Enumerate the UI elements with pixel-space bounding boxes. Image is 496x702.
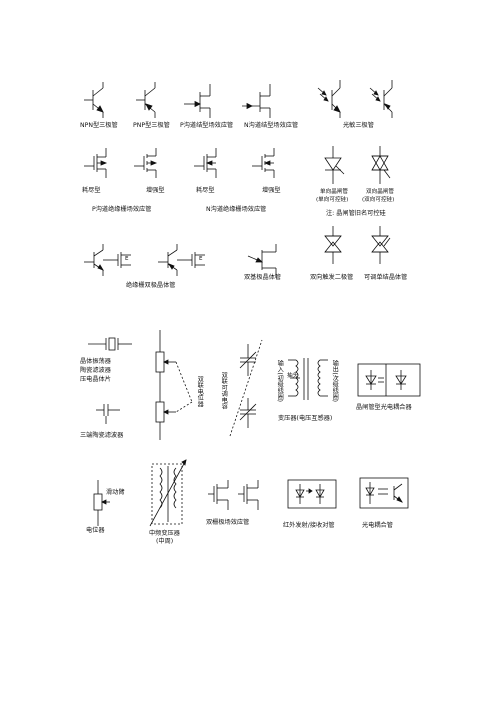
- transformer-symbol: [288, 358, 328, 400]
- label-npn: NPN型三极管: [80, 122, 118, 129]
- label-depletion-1: 耗尽型: [82, 187, 101, 194]
- label-crystal-3: 压电晶体片: [80, 376, 111, 383]
- label-if-transformer-2: (中周): [156, 538, 174, 545]
- phototransistor-symbols: [317, 80, 393, 118]
- label-if-transformer-1: 中频变压器: [149, 530, 180, 537]
- label-diac: 双向触发二极管: [310, 274, 354, 281]
- label-pnp: PNP型三极管: [133, 122, 170, 129]
- npn-transistor-symbol: [84, 82, 104, 118]
- label-optocoupler: 光电耦合管: [362, 522, 393, 529]
- label-scr-uni-1: 单向晶闸管: [320, 189, 348, 195]
- label-scr-bi-2: (双向可控硅): [362, 197, 395, 203]
- label-ceramic3: 三端陶瓷滤波器: [80, 432, 124, 439]
- n-channel-jfet-symbol: [242, 84, 271, 118]
- dual-potentiometer-symbol: [155, 330, 193, 440]
- potentiometer-symbol: [93, 480, 110, 526]
- label-cut: 可调单结晶体管: [364, 274, 408, 281]
- label-crystal-1: 晶体振荡器: [80, 358, 111, 365]
- label-scr-uni-2: (单向可控硅): [316, 197, 349, 203]
- label-crystal-2: 陶瓷滤波器: [80, 367, 111, 374]
- dual-variable-capacitor-symbol: [229, 339, 263, 437]
- label-enhancement-1: 增强型: [146, 187, 165, 194]
- label-mos-n: N沟道绝缘栅场效应管: [206, 206, 267, 213]
- label-n-jfet: N沟道结型场效应管: [244, 122, 299, 129]
- opto-thyristor-symbol: [357, 363, 421, 397]
- label-scr-note: 注: 晶闸管旧名可控硅: [326, 210, 386, 217]
- label-transformer: 变压器(电压互感器): [278, 415, 333, 422]
- label-enhancement-2: 增强型: [262, 187, 281, 194]
- bidirectional-thyristor-symbol: [371, 146, 391, 184]
- enhancement-mosfet-n-symbol: [252, 148, 275, 178]
- label-depletion-2: 耗尽型: [196, 187, 215, 194]
- label-p-jfet: P沟道结型场效应管: [180, 122, 234, 129]
- label-dual-pot: 双联电位器: [196, 376, 204, 407]
- ceramic3-symbol: [96, 404, 120, 424]
- crystal-symbol: [88, 337, 132, 351]
- label-igbt: 绝缘栅双极晶体管: [126, 282, 176, 289]
- enhancement-mosfet-p-symbol: [134, 148, 158, 178]
- if-transformer-symbol: [149, 459, 187, 527]
- depletion-mosfet-n-symbol: [194, 148, 217, 178]
- p-channel-jfet-symbol: [184, 84, 211, 118]
- label-dual-gate-fet: 双栅极场效应管: [206, 519, 250, 526]
- ujt-symbol: [247, 244, 277, 278]
- label-ir-pair: 红外发射/接收对管: [283, 522, 335, 529]
- label-scr-bi-1: 双向晶闸管: [366, 189, 394, 195]
- label-mos-p: P沟道绝缘栅场效应管: [92, 206, 152, 213]
- label-potentiometer: 电位器: [86, 527, 105, 534]
- igbt-symbols: [84, 244, 205, 276]
- label-tr-primary: 输入(初级线圈): [276, 360, 284, 403]
- label-igbt-e2: E: [199, 256, 203, 262]
- ir-pair-symbol: [287, 479, 337, 509]
- label-slider: 滑动臂: [106, 489, 125, 496]
- label-igbt-e1: E: [125, 256, 129, 262]
- label-dual-cap: 双联可调电容: [220, 372, 228, 410]
- diac-symbol: [324, 226, 342, 264]
- triac-cut-symbol: [371, 226, 391, 264]
- depletion-mosfet-p-symbol: [84, 148, 108, 178]
- label-opto-scr: 晶闸管型光电耦合器: [356, 404, 412, 411]
- label-phototransistor: 光敏三极管: [343, 122, 374, 129]
- optocoupler-symbol: [359, 477, 409, 509]
- label-ujt: 双基极晶体管: [244, 274, 282, 281]
- unidirectional-thyristor-symbol: [324, 146, 345, 184]
- dual-gate-fet-symbol: [208, 480, 259, 510]
- label-tr-secondary: 输出(次级线圈): [331, 360, 339, 403]
- pnp-transistor-symbol: [136, 82, 156, 118]
- label-tr-tap: 抽头: [287, 373, 299, 379]
